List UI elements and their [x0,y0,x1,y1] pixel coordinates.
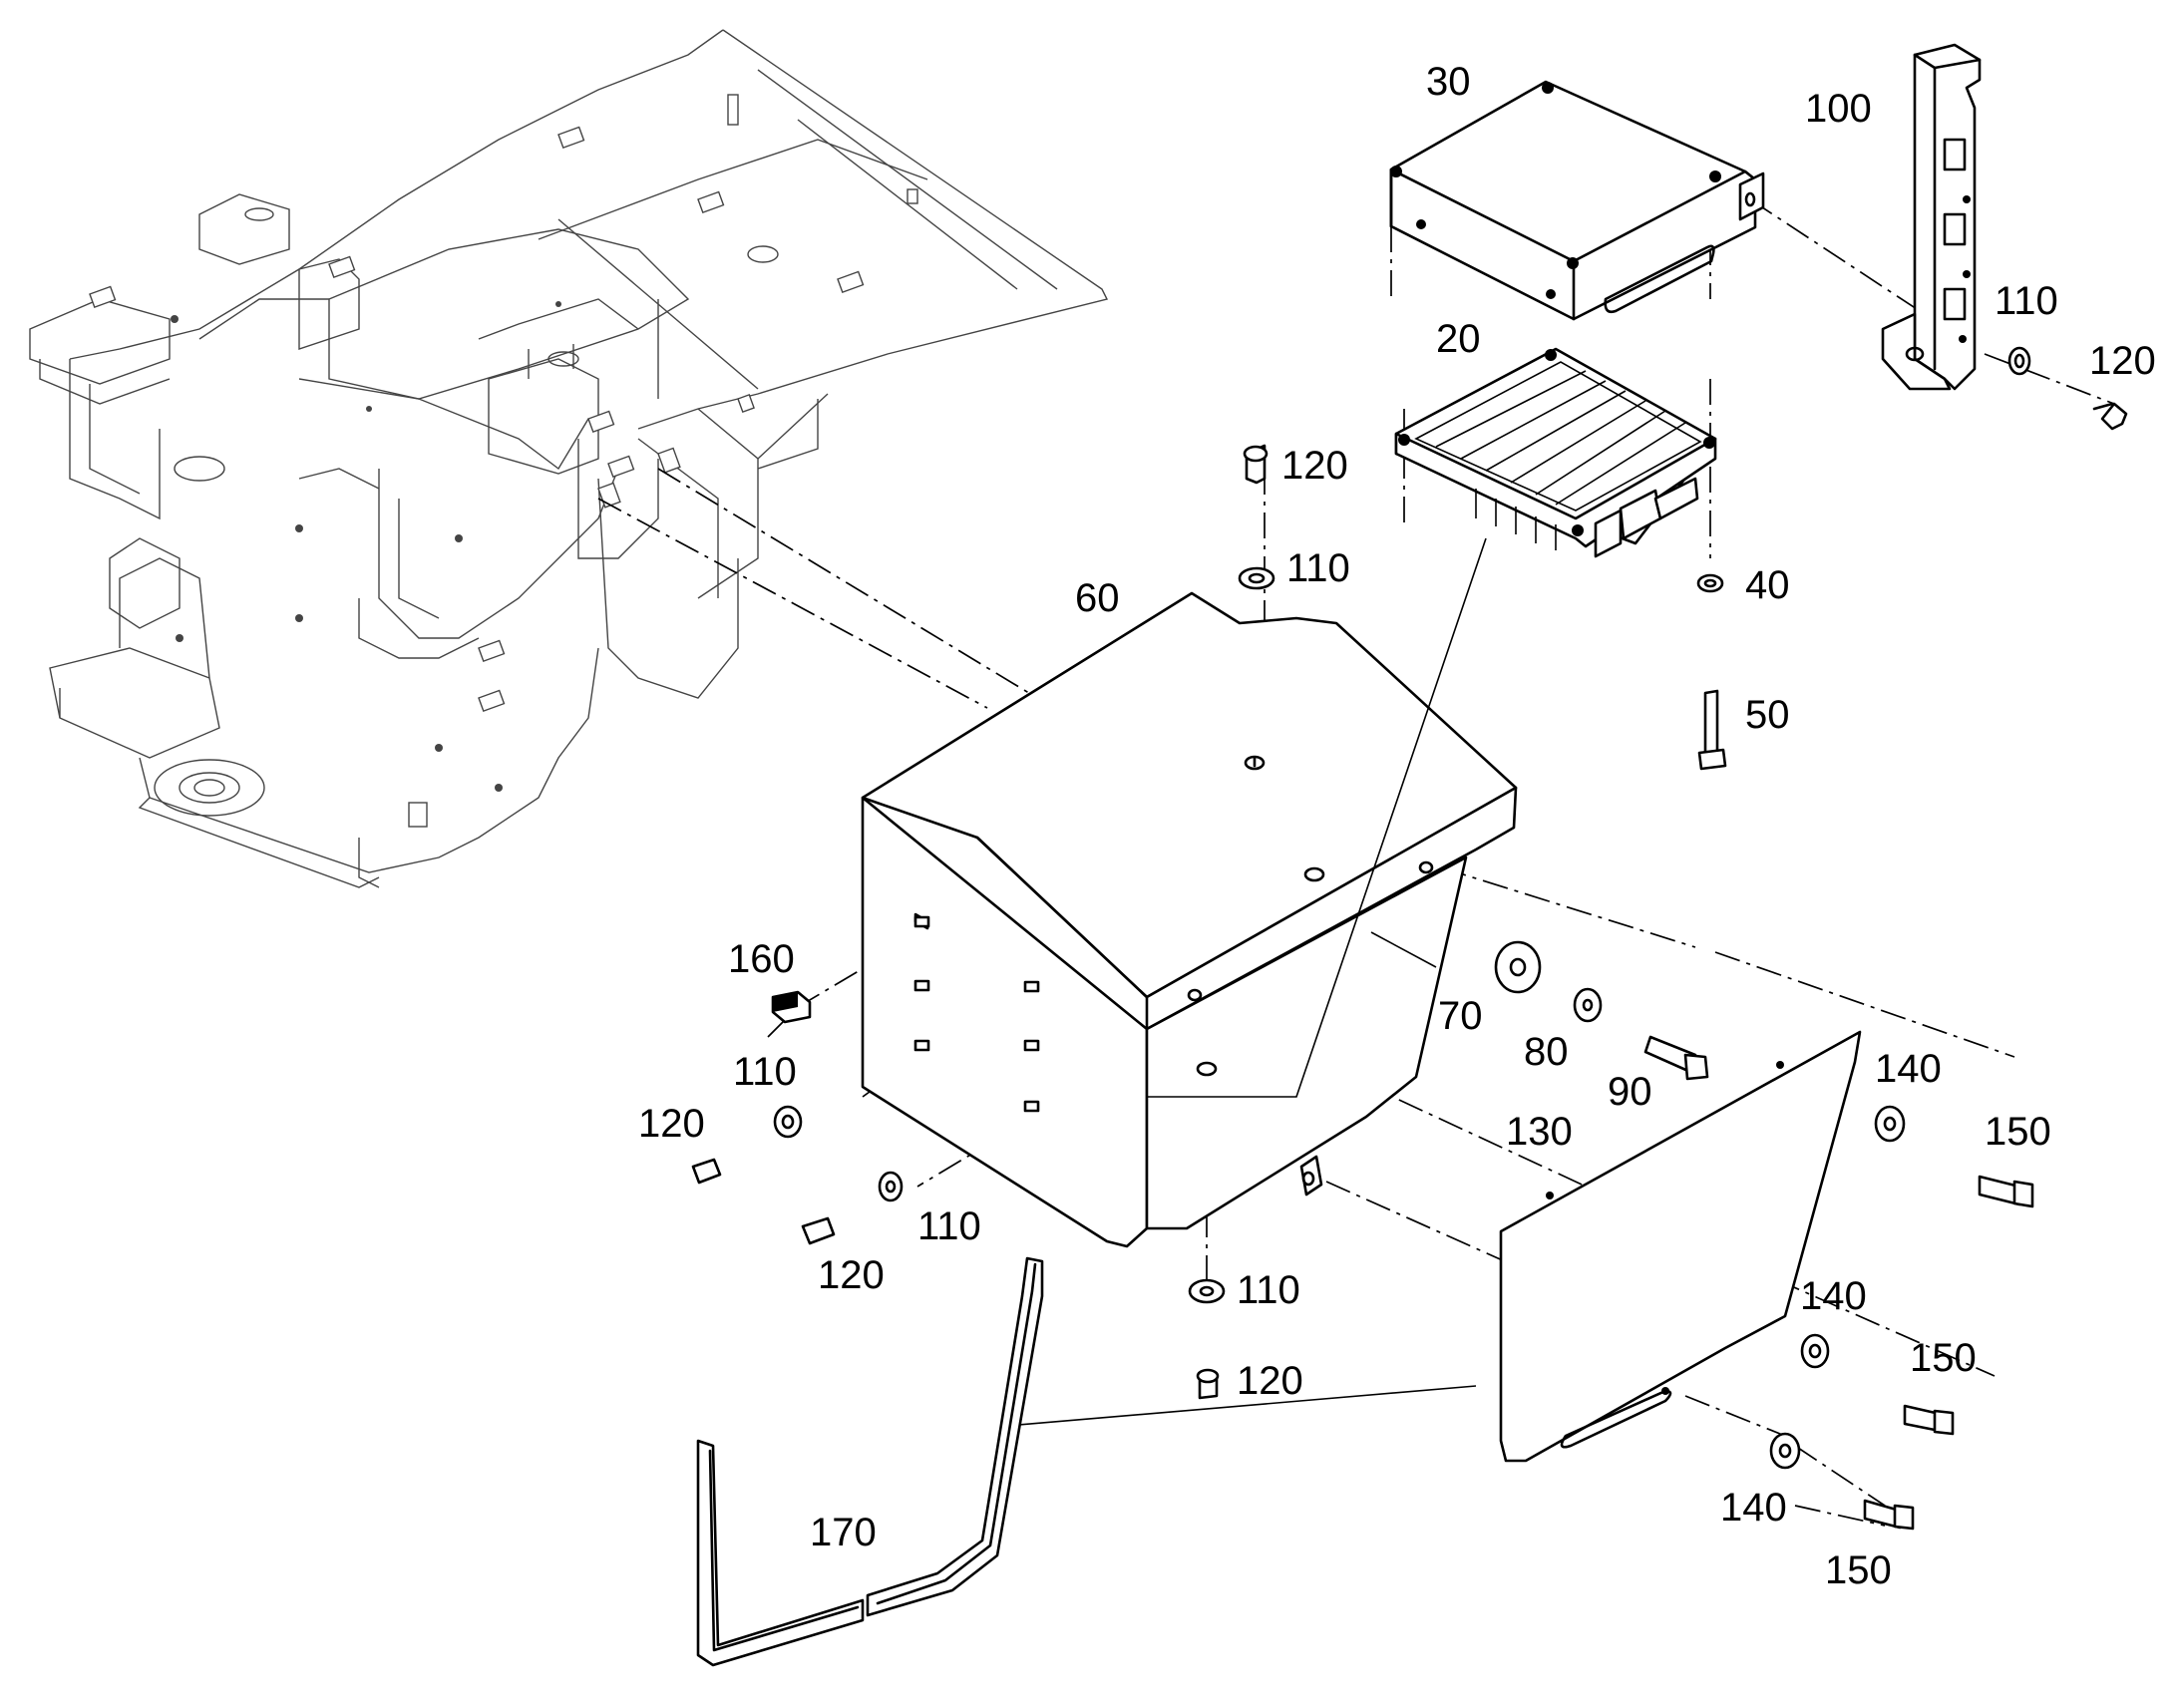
callout-150-lower: 150 [1825,1548,1892,1592]
callout-170: 170 [810,1511,877,1554]
callout-60: 60 [1075,576,1120,620]
callout-110-top: 110 [1286,546,1350,590]
callout-20: 20 [1436,317,1481,361]
part-130-side-plate [1499,1030,1862,1463]
callout-30: 30 [1426,60,1471,104]
callout-120-top: 120 [1281,444,1348,488]
part-30-cover-box [1389,80,1765,321]
callout-100: 100 [1805,87,1872,131]
part-170-edge-trim [696,1256,1044,1667]
part-60-box-cover [861,537,1518,1427]
callout-120-bracket: 120 [2089,339,2156,383]
callout-110-bottom: 110 [1237,1268,1300,1312]
callout-70: 70 [1438,994,1483,1038]
machine-frame [29,29,1109,888]
callout-160: 160 [728,937,795,981]
callout-110-bracket: 110 [1995,279,2058,323]
callout-120-left: 120 [638,1102,705,1146]
callout-150-middle: 150 [1910,1336,1977,1380]
part-20-ecu [1394,347,1717,558]
callout-80: 80 [1524,1030,1569,1074]
callout-150-upper: 150 [1985,1110,2051,1154]
callout-140-middle: 140 [1800,1274,1867,1318]
callout-90: 90 [1608,1070,1652,1114]
callout-110-lower: 110 [917,1204,981,1248]
callout-50: 50 [1745,693,1790,737]
callout-110-left: 110 [733,1050,797,1094]
fasteners [691,346,2128,1531]
callout-140-lower: 140 [1720,1486,1787,1530]
callout-120-lower: 120 [818,1253,885,1297]
part-100-bracket [1881,43,1982,391]
callout-labels: 20 30 40 50 60 70 80 90 100 110 120 120 … [638,60,2156,1592]
callout-140-upper: 140 [1875,1047,1942,1091]
callout-40: 40 [1745,563,1790,607]
callout-120-bottom: 120 [1237,1359,1303,1403]
callout-130: 130 [1506,1110,1573,1154]
